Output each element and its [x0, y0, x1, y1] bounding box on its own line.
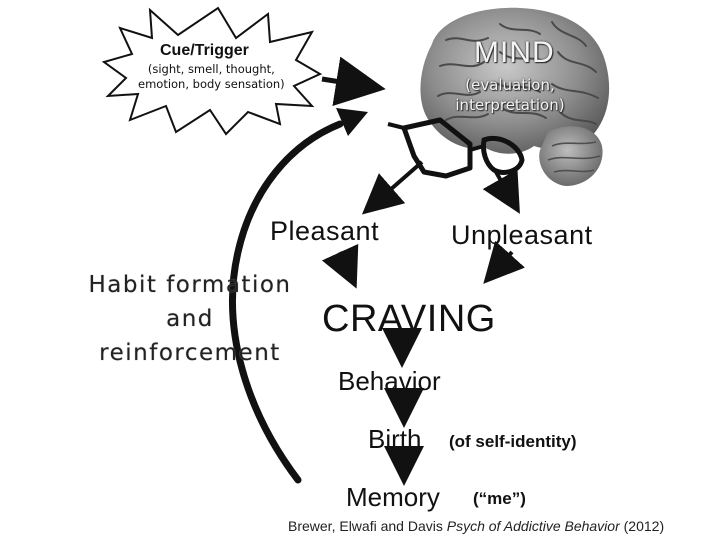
birth-label: Birth	[368, 424, 422, 454]
cue-subtitle: (sight, smell, thought, emotion, body se…	[138, 62, 285, 91]
arrow-mind-to-pleasant	[361, 160, 424, 215]
citation-journal: Psych of Addictive Behavior	[446, 518, 620, 534]
reinforcement-loop-arrow	[229, 120, 344, 484]
arrow-cue-to-mind	[321, 56, 386, 106]
cue-starburst-shape	[101, 6, 323, 136]
brain-image	[420, 7, 610, 186]
citation-authors: Brewer, Elwafi and Davis	[288, 518, 447, 534]
citation: Brewer, Elwafi and Davis Psych of Addict…	[288, 518, 664, 534]
craving-label: CRAVING	[322, 298, 496, 340]
memory-label: Memory	[346, 482, 440, 512]
arrow-pleasant-to-craving	[321, 243, 359, 289]
arrow-mind-to-unpleasant	[482, 169, 520, 214]
mind-title: MIND	[474, 36, 555, 69]
birth-note: (of self-identity)	[449, 432, 577, 451]
cue-title: Cue/Trigger	[160, 42, 249, 59]
behavior-label: Behavior	[338, 366, 441, 396]
pleasant-label: Pleasant	[270, 216, 380, 246]
memory-note: (“me”)	[473, 489, 526, 508]
unpleasant-label: Unpleasant	[451, 220, 593, 250]
citation-year: (2012)	[619, 518, 665, 534]
reinforcement-loop-arrowhead	[336, 108, 368, 136]
habit-formation-label: Habit formation and reinforcement	[88, 272, 292, 366]
mind-subtitle: (evaluation, interpretation)	[455, 76, 565, 114]
arrow-unpleasant-to-craving	[483, 240, 525, 284]
